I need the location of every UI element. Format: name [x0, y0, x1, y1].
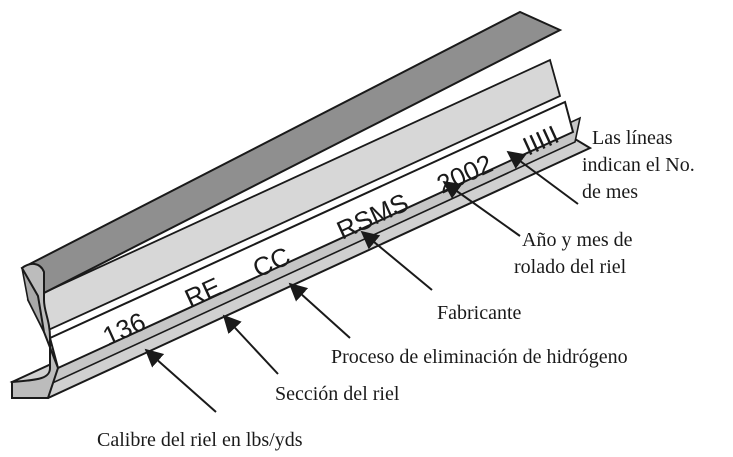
arrow-month-lines — [506, 150, 579, 205]
label-rail-weight: Calibre del riel en lbs/yds — [97, 429, 303, 451]
label-month-lines-3: de mes — [582, 181, 638, 203]
label-month-lines-2: indican el No. — [582, 154, 695, 176]
callout-arrows — [144, 150, 579, 413]
rail-web — [48, 100, 575, 370]
label-year-month-1: Año y mes de — [522, 229, 633, 251]
label-year-month-2: rolado del riel — [514, 256, 627, 278]
arrow-rail-section — [222, 314, 279, 375]
label-hydrogen-process: Proceso de eliminación de hidrógeno — [331, 346, 628, 368]
arrow-rail-weight — [144, 348, 217, 413]
rail-end-profile — [11, 262, 60, 399]
label-month-lines-1: Las líneas — [592, 127, 673, 149]
label-manufacturer: Fabricante — [437, 302, 522, 324]
arrow-manufacturer — [360, 230, 433, 291]
label-rail-section: Sección del riel — [275, 383, 400, 405]
callout-labels: Las líneas indican el No. de mes Año y m… — [97, 127, 695, 451]
arrow-year-month — [442, 180, 521, 237]
arrow-hydrogen-process — [288, 282, 351, 339]
